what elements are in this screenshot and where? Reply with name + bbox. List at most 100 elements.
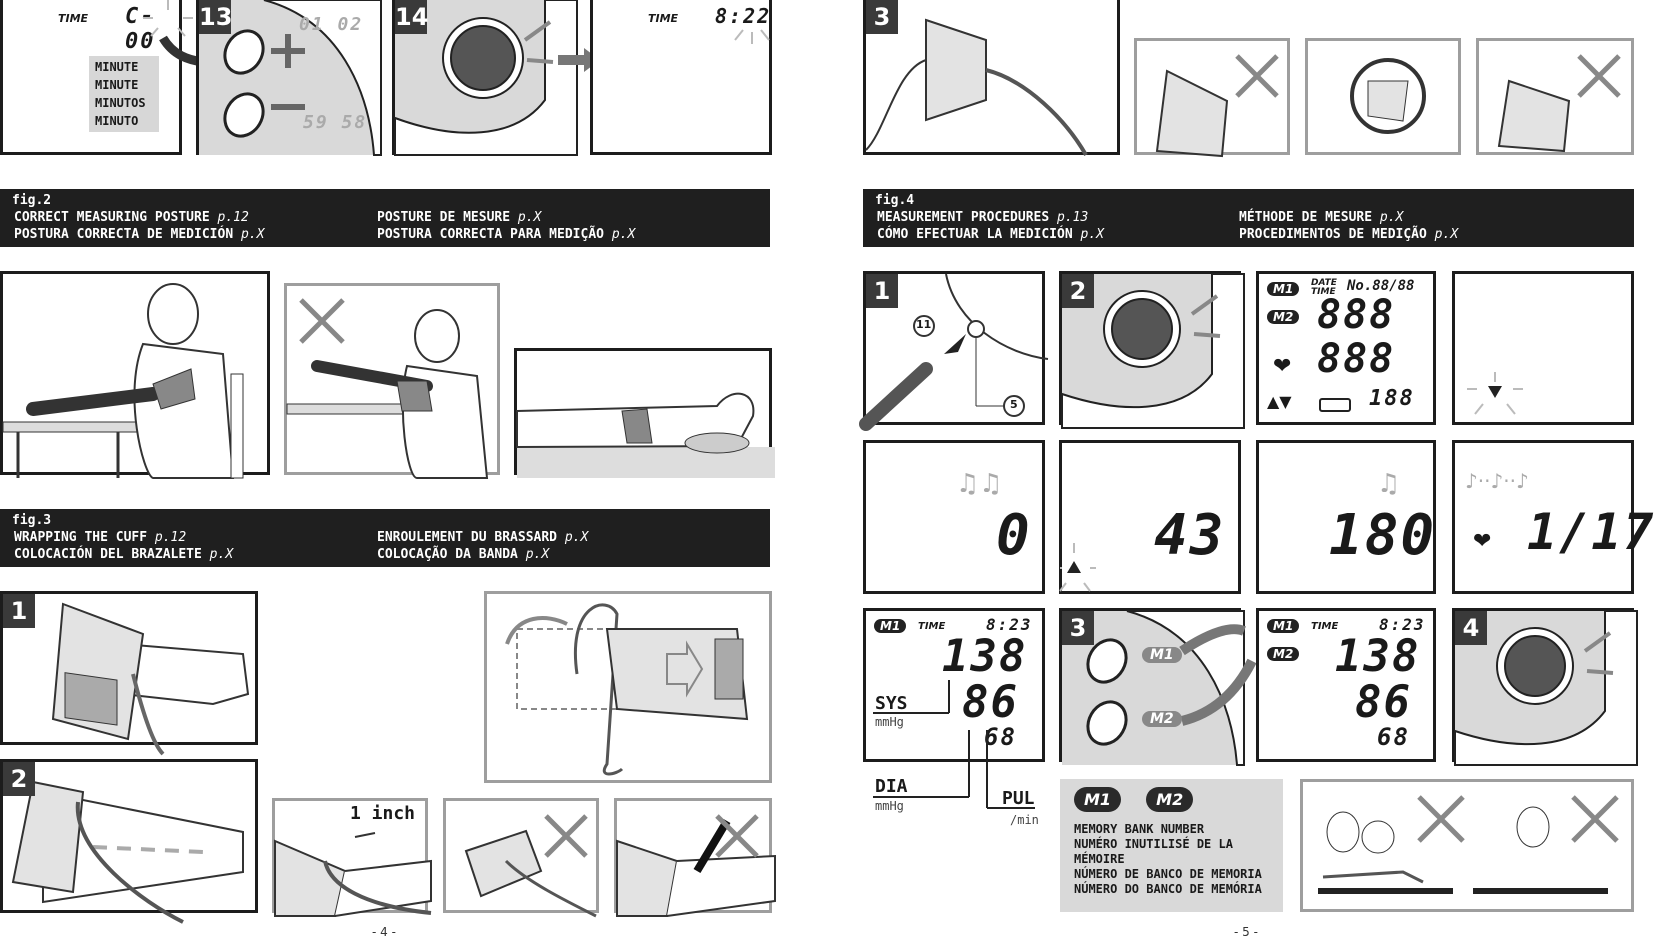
reading-43: 43 <box>1154 503 1226 568</box>
page-number-left: - 4 - <box>372 925 396 939</box>
cuff-wrong-1-panel <box>443 798 599 918</box>
seated-person-illustration <box>2 283 244 479</box>
lcd-row-3: 188 <box>1369 386 1415 411</box>
music-note-icon-3: ♪··♪··♪ <box>1465 469 1529 493</box>
pulse-detect-panel: ♪··♪··♪ ❤ 1/17 <box>1452 440 1653 594</box>
heart-icon: ❤ <box>1273 354 1292 379</box>
result-clock: 8:23 <box>986 615 1033 634</box>
step-number-cuff-2: 2 <box>3 762 35 796</box>
reading-180: 180 <box>1329 503 1437 568</box>
cuff-check-wrong-1 <box>1134 38 1290 158</box>
minute-label-pt: MINUTO <box>95 114 139 128</box>
incorrect-behaviour-illustration <box>1318 795 1619 894</box>
memory-line-fr-2: MÉMOIRE <box>1074 852 1125 866</box>
fig4-en: MEASUREMENT PROCEDURES p.13 <box>877 210 1089 225</box>
flashing-down-arrow-icon <box>1467 372 1523 415</box>
time-label-5: TIME <box>1311 621 1339 632</box>
pul-unit: /min <box>1010 813 1039 827</box>
pul-label: PUL <box>1002 788 1035 809</box>
set-time-value: 8:22 <box>715 4 772 28</box>
arrow-right-icon <box>558 48 600 72</box>
minute-label-es: MINUTOS <box>95 96 146 110</box>
result-sys: 138 <box>942 631 1028 682</box>
heart-icon-2: ❤ <box>1473 529 1492 554</box>
memory-line-es: NÚMERO DE BANCO DE MEMORIA <box>1074 867 1262 881</box>
m1-badge-3: M1 <box>1267 619 1300 633</box>
step-number-right-3: 3 <box>866 0 898 34</box>
fig4-caption-bar: fig.4 MEASUREMENT PROCEDURES p.13 CÓMO E… <box>863 189 1634 247</box>
time-label-2: TIME <box>648 12 679 25</box>
plug-in-panel: 1 11 5 <box>859 271 1049 431</box>
power-button-panel: 2 <box>1059 271 1245 429</box>
cuff-step-2-panel: 2 <box>0 759 258 924</box>
inflating-panel: 43 <box>1059 440 1241 594</box>
cuff-on-arm-illustration <box>51 602 250 756</box>
lying-person-illustration <box>516 392 775 478</box>
minute-label-en: MINUTE <box>95 60 139 74</box>
stored-clock: 8:23 <box>1379 615 1426 634</box>
step-number-cuff-1: 1 <box>3 594 35 628</box>
fig3-es: COLOCACIÓN DEL BRAZALETE p.X <box>14 547 234 562</box>
music-note-icon-2: ♫ <box>1377 469 1401 499</box>
battery-icon <box>1319 398 1351 412</box>
m1-badge-2: M1 <box>874 619 907 633</box>
fig4-tag: fig.4 <box>875 193 915 208</box>
date-label: DATE <box>1311 278 1337 288</box>
time-display-minute-panel: TIME C-00 MINUTE MINUTE MINUTOS MINUTO <box>0 0 204 155</box>
digits-up: 01 02 <box>299 14 364 35</box>
right-step-3-panel: 3 <box>863 0 1120 156</box>
fig3-pt: COLOCAÇÃO DA BANDA p.X <box>377 547 550 562</box>
callout-5: 5 <box>1010 398 1018 411</box>
fig4-pt: PROCEDIMENTOS DE MEDIÇÃO p.X <box>1239 227 1459 242</box>
time-display-set-panel: TIME 8:22 <box>590 0 772 155</box>
one-inch-label: 1 inch <box>350 803 416 824</box>
posture-incorrect-panel <box>284 283 500 479</box>
start-button-illustration <box>394 0 578 156</box>
minute-label-fr: MINUTE <box>95 78 139 92</box>
time-label-3: TIME <box>1311 287 1336 297</box>
fig3-fr: ENROULEMENT DU BRASSARD p.X <box>377 530 589 545</box>
memory-buttons-illustration <box>1062 610 1257 766</box>
music-note-icon: ♫♫ <box>956 469 1003 499</box>
memory-select-panel: 3 M1 M2 <box>1059 608 1257 766</box>
digits-down: 59 58 <box>303 112 368 133</box>
lcd-row-1: 888 <box>1317 292 1396 338</box>
result-dia: 86 <box>962 677 1019 728</box>
memory-line-pt: NÚMERO DO BANCO DE MEMÓRIA <box>1074 882 1262 896</box>
result-pul: 68 <box>984 723 1017 751</box>
stored-result-panel: M1 M2 TIME 8:23 138 86 68 <box>1256 608 1436 762</box>
sys-unit: mmHg <box>875 715 904 729</box>
inflate-zero-panel: ♫♫ 0 <box>863 440 1045 594</box>
cuff-wrong-illustration-1 <box>464 814 597 918</box>
memory-m1-pill: M1 <box>1074 787 1122 812</box>
cuff-inch-panel: 1 inch <box>272 798 432 917</box>
dia-label: DIA <box>875 776 908 797</box>
step-number-off-4: 4 <box>1455 611 1487 645</box>
cuff-wrap-diagram <box>505 603 749 776</box>
dont-move-talk-panel <box>1300 779 1634 912</box>
fig2-tag: fig.2 <box>12 193 52 208</box>
deflate-indicator-panel <box>1452 271 1634 425</box>
fig4-fr: MÉTHODE DE MESURE p.X <box>1239 210 1404 225</box>
cuff-gap-illustration <box>274 832 432 917</box>
time-label: TIME <box>58 12 89 25</box>
sys-label: SYS <box>875 693 908 714</box>
step-number-13: 13 <box>199 0 232 34</box>
posture-lying-panel <box>514 348 775 478</box>
lcd-row-2: 888 <box>1317 336 1396 382</box>
fig4-es: CÓMO EFECTUAR LA MEDICIÓN p.X <box>877 227 1104 242</box>
minute-label-list: MINUTE MINUTE MINUTOS MINUTO <box>89 56 159 132</box>
fig3-tag: fig.3 <box>12 513 52 528</box>
fig2-caption-bar: fig.2 CORRECT MEASURING POSTURE p.12 POS… <box>0 189 770 247</box>
fig2-fr: POSTURE DE MESURE p.X <box>377 210 542 225</box>
memory-bank-legend: M1 M2 MEMORY BANK NUMBER NUMÉRO INUTILIS… <box>1060 779 1283 912</box>
cuff-position-illustration <box>11 780 244 924</box>
fig2-es: POSTURA CORRECTA DE MEDICIÓN p.X <box>14 227 265 242</box>
fig2-pt: POSTURA CORRECTA PARA MEDIÇÃO p.X <box>377 227 636 242</box>
page-number-right: - 5 - <box>1234 925 1258 939</box>
power-off-panel: 4 <box>1452 608 1638 766</box>
number-field: No.88/88 <box>1347 278 1415 294</box>
step-number-14: 14 <box>395 0 428 34</box>
posture-correct-seated-panel <box>0 271 270 479</box>
reading-117: 1/17 <box>1527 503 1655 561</box>
